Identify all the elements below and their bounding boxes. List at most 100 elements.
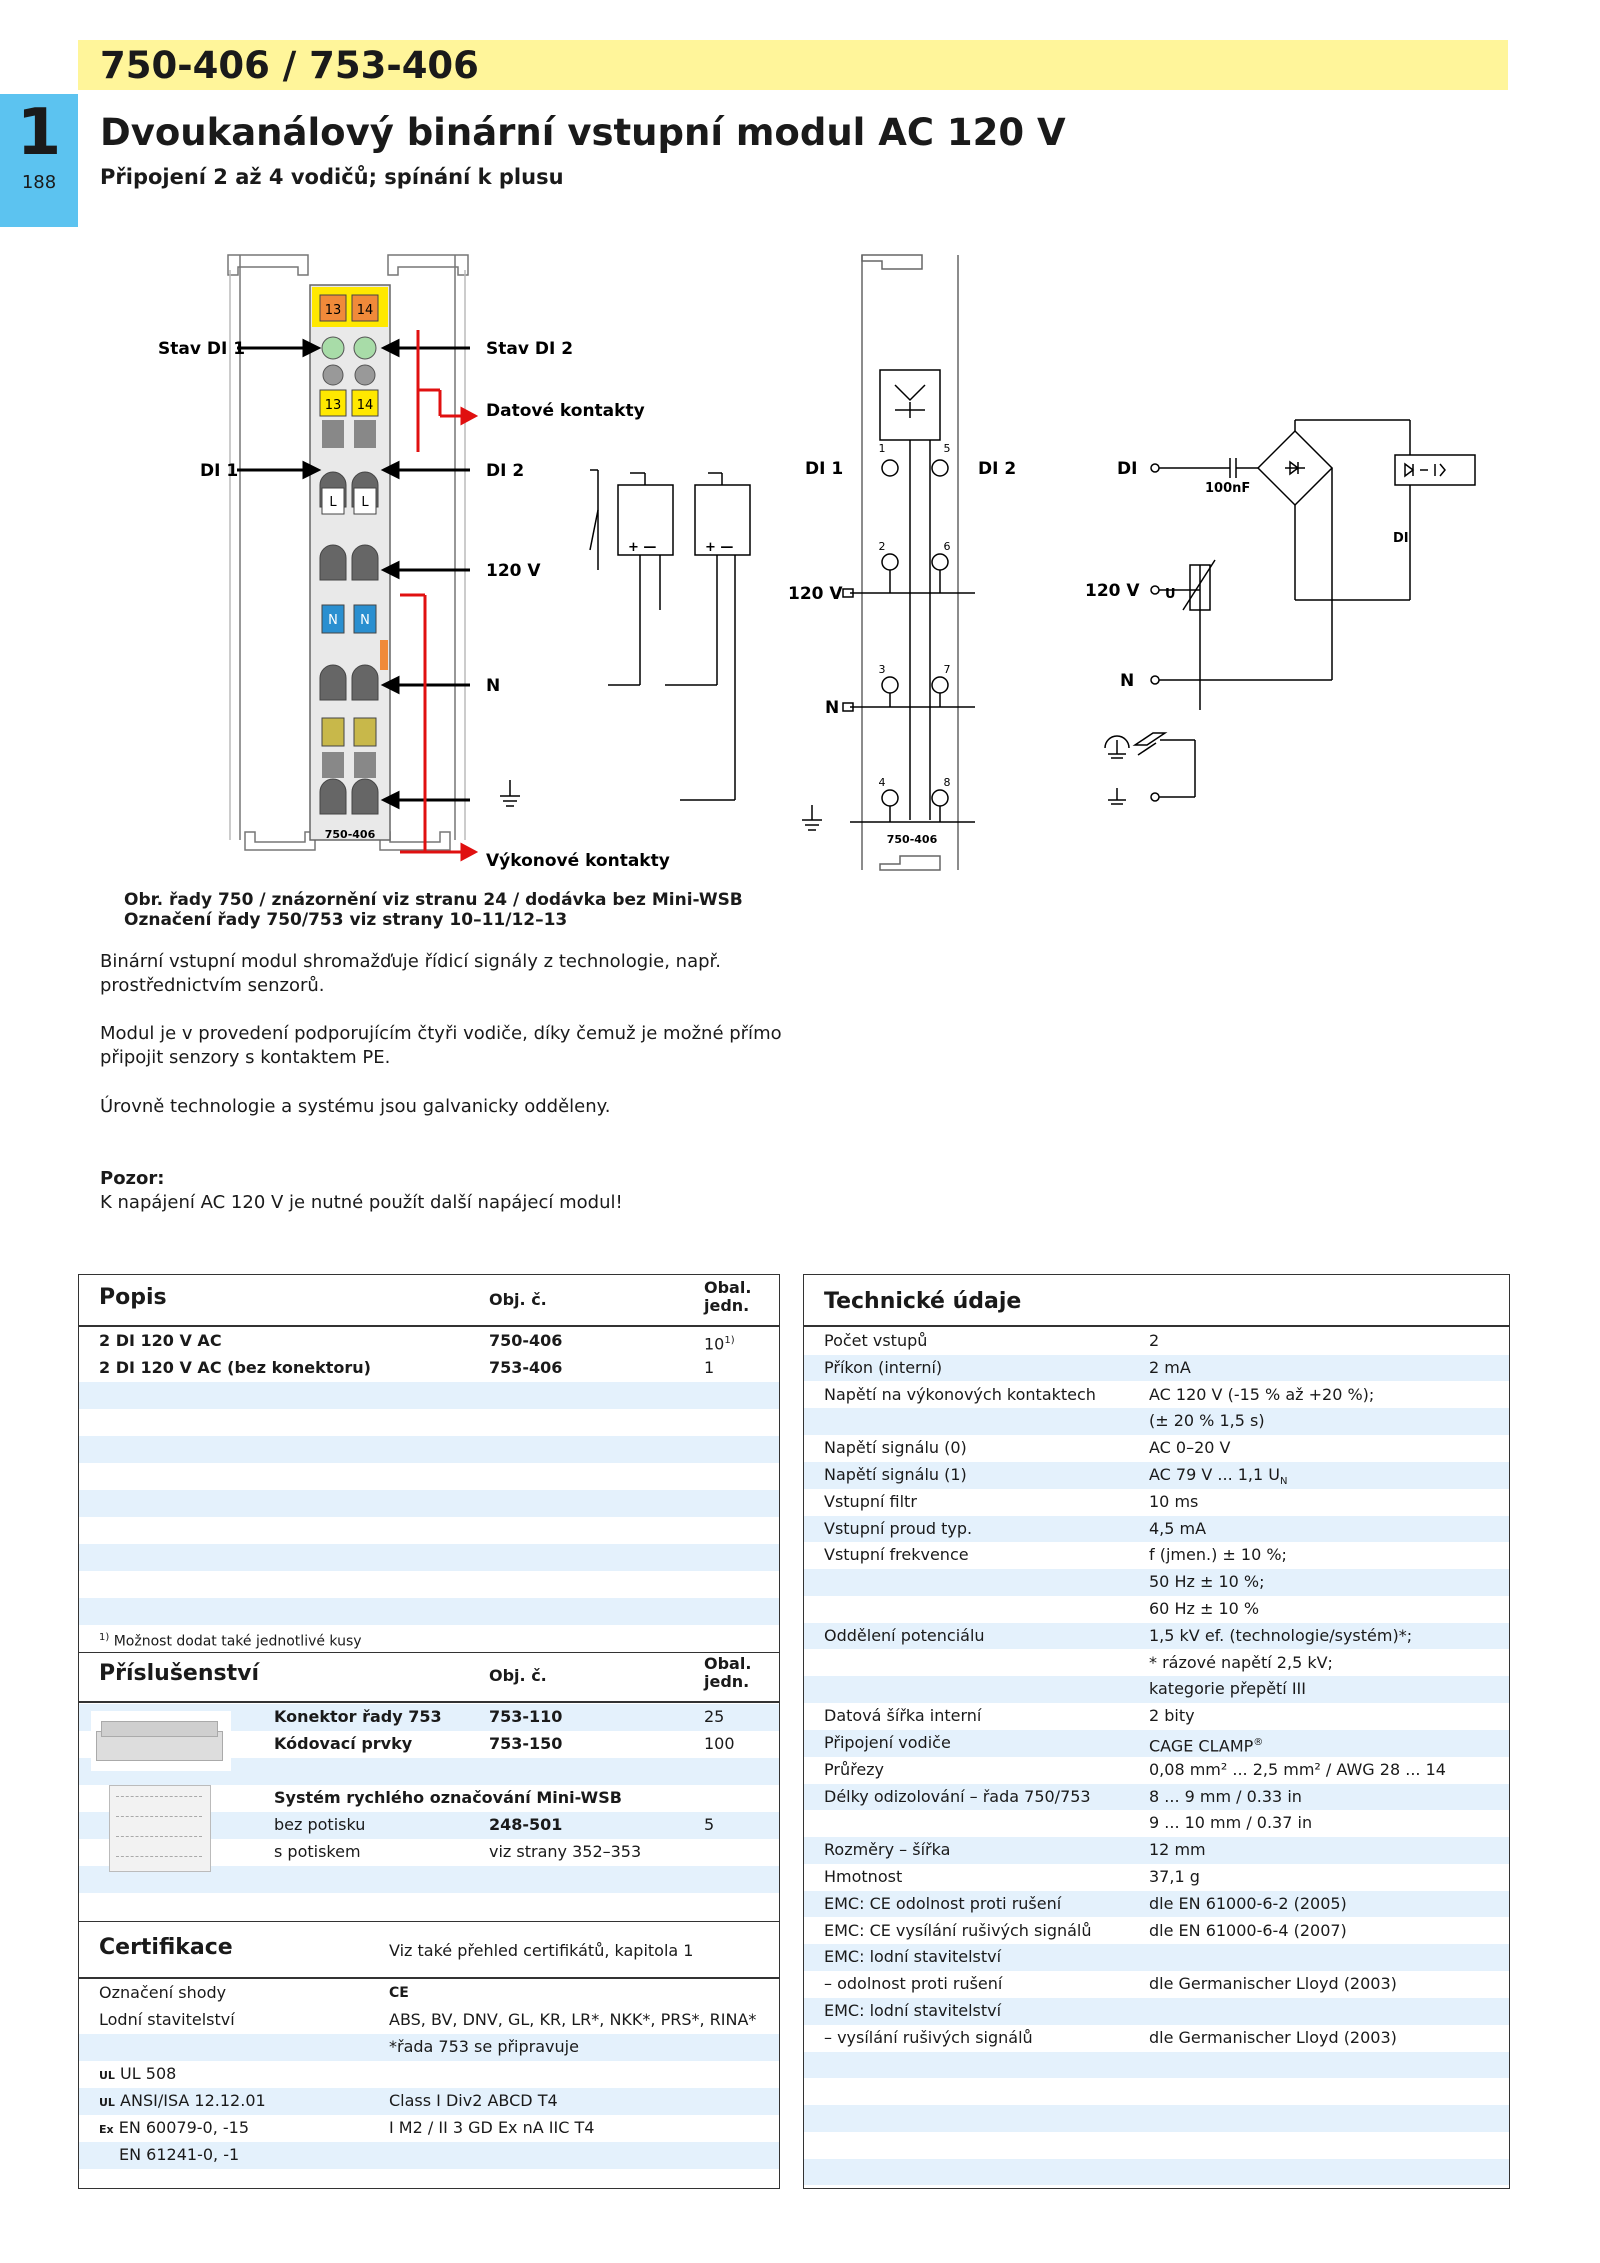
- figure-caption-1: Obr. řady 750 / znázornění viz stranu 24…: [124, 890, 743, 910]
- footnote-row: 1) Možnost dodat také jednotlivé kusy: [79, 1625, 779, 1652]
- label-stav-di1: Stav DI 1: [158, 339, 245, 359]
- empty-row: [79, 1598, 779, 1625]
- schematic-ground-icons: [1104, 732, 1168, 805]
- label-datove: Datové kontakty: [486, 401, 645, 421]
- empty-row: [804, 2105, 1509, 2132]
- svg-text:5: 5: [944, 442, 951, 455]
- empty-row: [804, 2186, 1509, 2213]
- clip-13-mid: [319, 389, 347, 417]
- tech-row: (± 20 % 1,5 s): [804, 1408, 1509, 1436]
- clip-14-mid: [351, 389, 379, 417]
- chapter-number: 1: [16, 96, 62, 170]
- page-title: Dvoukanálový binární vstupní modul AC 12…: [100, 111, 1066, 154]
- order-row: 2 DI 120 V AC (bez konektoru) 753-406 1: [99, 1358, 715, 1377]
- warning-text: K napájení AC 120 V je nutné použít dalš…: [100, 1192, 623, 1213]
- empty-row: [79, 1409, 779, 1436]
- empty-row: [79, 1436, 779, 1463]
- conn-label-di1: DI 1: [805, 459, 843, 479]
- connector-image: [91, 1711, 231, 1771]
- module-label: 750-406: [325, 828, 376, 841]
- empty-row: [804, 2051, 1509, 2079]
- marker-card-image: [109, 1785, 211, 1872]
- ul-mark-icon: UL: [99, 2096, 115, 2109]
- order-col-obal: Obal. jedn.: [704, 1278, 752, 1315]
- certs-header-rule: [79, 1977, 779, 1979]
- header-band: [78, 40, 1508, 90]
- label-n: N: [486, 676, 500, 696]
- accessories-header-rule: [79, 1701, 779, 1703]
- schematic-diagram: [1150, 419, 1476, 802]
- clip-pe2: [353, 717, 377, 747]
- clip-l1-label: L: [329, 495, 337, 510]
- ex-mark-icon: Ex: [99, 2123, 114, 2136]
- description-p2: Modul je v provedení podporujícím čtyři …: [100, 1023, 782, 1068]
- tech-row: * rázové napětí 2,5 kV;: [1149, 1652, 1333, 1672]
- clip-14-top: [351, 294, 379, 322]
- certs-note: Viz také přehled certifikátů, kapitola 1: [389, 1941, 694, 1960]
- cert-row: UL UL 508: [99, 2064, 177, 2083]
- label-di2: DI 2: [486, 461, 524, 481]
- clip-13-top-label: 13: [325, 303, 342, 318]
- conn-module-label: 750-406: [887, 833, 938, 846]
- empty-row: [79, 1893, 779, 1920]
- data-contact-marker: [416, 330, 479, 452]
- order-title: Popis: [99, 1285, 167, 1310]
- conn-label-n: N: [825, 698, 839, 718]
- clip-13-top: [319, 294, 347, 322]
- svg-text:4: 4: [879, 776, 886, 789]
- cert-row: Lodní stavitelství ABS, BV, DNV, GL, KR,…: [99, 2010, 757, 2029]
- label-120v: 120 V: [486, 561, 541, 581]
- label-di1: DI 1: [200, 461, 238, 481]
- tech-row: 60 Hz ± 10 %: [1149, 1599, 1260, 1618]
- led-4: [354, 364, 376, 386]
- certs-rule: [79, 1921, 779, 1922]
- slot: [322, 752, 344, 778]
- supply-1-polarity: + —: [628, 540, 656, 555]
- tech-row: EMC: lodní stavitelství: [804, 1998, 1509, 2025]
- empty-row: [79, 1490, 779, 1517]
- slot: [354, 752, 376, 778]
- cert-row: EN 61241-0, -1: [79, 2142, 779, 2169]
- accessory-row: Kódovací prvky 753-150 100: [274, 1734, 735, 1753]
- conn-ground-icon: [802, 805, 822, 831]
- ul-mark-icon: UL: [99, 2069, 115, 2082]
- empty-row: [79, 1517, 779, 1544]
- conn-label-di2: DI 2: [978, 459, 1016, 479]
- clip-l2: [353, 487, 377, 515]
- order-panel: Popis Obj. č. Obal. jedn. 2 DI 120 V AC …: [78, 1274, 780, 2189]
- sensor-wiring: [589, 469, 751, 801]
- tech-row: 9 ... 10 mm / 0.37 in: [1149, 1813, 1313, 1833]
- clip-pe1: [321, 717, 345, 747]
- accessory-row: Systém rychlého označování Mini-WSB: [274, 1788, 622, 1807]
- empty-row: [79, 1571, 779, 1598]
- svg-text:2: 2: [879, 540, 886, 553]
- accessories-col-obj: Obj. č.: [489, 1666, 547, 1685]
- cert-row: *řada 753 se připravuje: [79, 2034, 779, 2061]
- clip-n2: [353, 604, 377, 634]
- tech-row: EMC: lodní stavitelství: [804, 1944, 1509, 1972]
- product-code: 750-406 / 753-406: [100, 44, 479, 87]
- tech-row: Napětí signálu (1)AC 79 V ... 1,1 UN: [804, 1462, 1509, 1489]
- sch-label-u: U: [1165, 587, 1176, 602]
- cert-row: Označení shody CE: [99, 1983, 409, 2002]
- clip-14-mid-label: 14: [357, 398, 374, 413]
- cert-row: UL ANSI/ISA 12.12.01 Class I Div2 ABCD T…: [79, 2088, 779, 2115]
- description-p3: Úrovně technologie a systému jsou galvan…: [100, 1096, 611, 1117]
- figure-caption-2: Označení řady 750/753 viz strany 10–11/1…: [124, 910, 568, 930]
- led-di1: [321, 336, 345, 360]
- power-contact-marker: [400, 593, 479, 862]
- svg-text:8: 8: [944, 776, 951, 789]
- accessories-col-obal: Obal. jedn.: [704, 1654, 752, 1691]
- chapter-tab: [0, 94, 78, 227]
- left-arrows: [237, 338, 470, 810]
- cert-row: Ex EN 60079-0, -15 I M2 / II 3 GD Ex nA …: [99, 2118, 595, 2137]
